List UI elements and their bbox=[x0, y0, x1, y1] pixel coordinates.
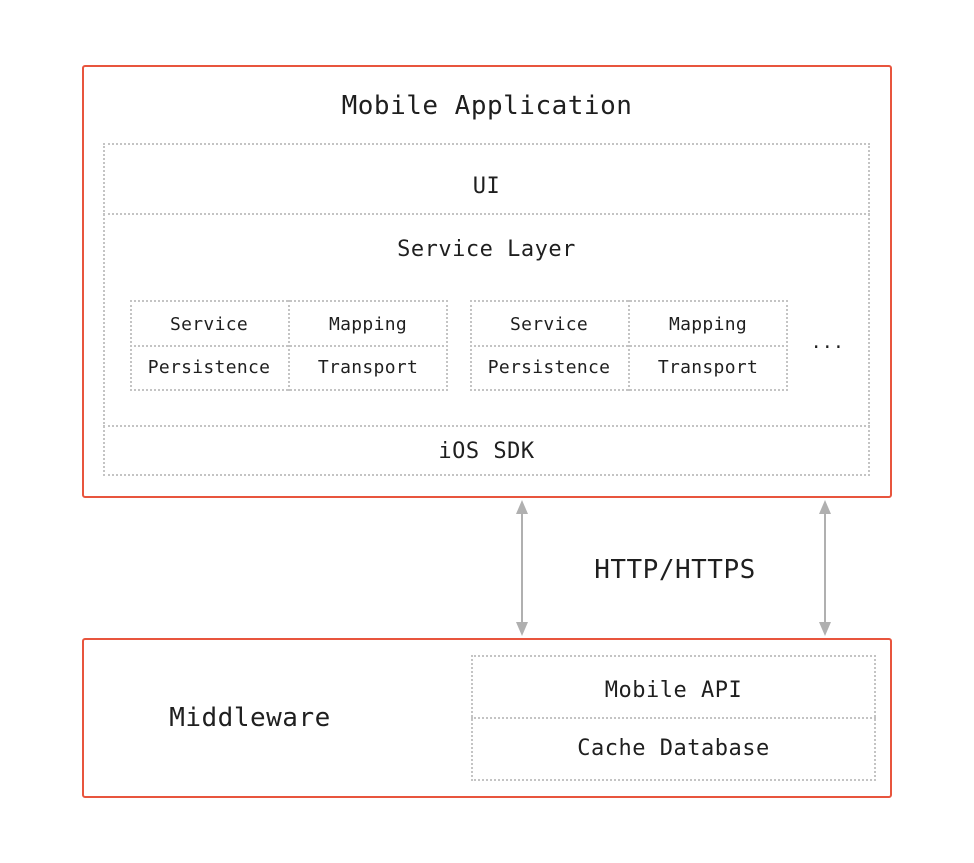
module-2-horizontal-divider bbox=[470, 345, 788, 347]
ui-divider bbox=[103, 213, 870, 215]
middleware-divider bbox=[471, 717, 876, 719]
mobile-api-label: Mobile API bbox=[604, 677, 743, 703]
ios-sdk-label: iOS SDK bbox=[438, 438, 535, 464]
module-1-horizontal-divider bbox=[130, 345, 448, 347]
module-2-mapping-label: Mapping bbox=[669, 313, 747, 335]
ui-layer-label: UI bbox=[472, 173, 501, 199]
module-1-transport-label: Transport bbox=[317, 356, 419, 378]
middleware-title: Middleware bbox=[169, 703, 331, 733]
module-2-persistence-label: Persistence bbox=[487, 356, 611, 378]
arrow-head-left-down bbox=[516, 622, 528, 636]
more-modules-ellipsis: ... bbox=[810, 331, 845, 353]
module-1-service-label: Service bbox=[170, 313, 248, 335]
app-layers-container bbox=[103, 143, 870, 476]
cache-database-label: Cache Database bbox=[577, 735, 770, 761]
arrow-head-right-down bbox=[819, 622, 831, 636]
arrow-head-left-up bbox=[516, 500, 528, 514]
module-1-persistence-label: Persistence bbox=[147, 356, 271, 378]
mobile-application-box bbox=[82, 65, 892, 498]
module-1-mapping-label: Mapping bbox=[329, 313, 407, 335]
mobile-application-title: Mobile Application bbox=[341, 91, 633, 121]
sdk-divider bbox=[103, 425, 870, 427]
connection-protocol-label: HTTP/HTTPS bbox=[594, 555, 756, 585]
module-2-service-label: Service bbox=[510, 313, 588, 335]
module-2-transport-label: Transport bbox=[657, 356, 759, 378]
middleware-box bbox=[82, 638, 892, 798]
service-layer-label: Service Layer bbox=[397, 236, 576, 262]
arrow-head-right-up bbox=[819, 500, 831, 514]
